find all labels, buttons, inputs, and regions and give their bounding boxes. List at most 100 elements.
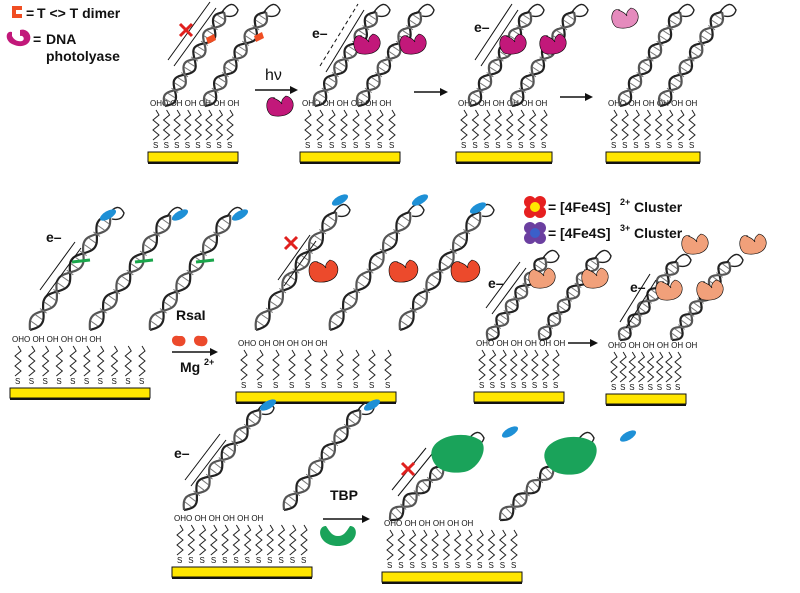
legend-cluster-3plus: = [4Fe4S] 3+ Cluster: [524, 222, 683, 244]
electron-path-arrow: [184, 433, 221, 481]
base-pair: [669, 19, 677, 26]
base-pair: [361, 274, 370, 281]
base-pair: [697, 40, 705, 46]
base-pair: [292, 268, 300, 274]
base-pair: [305, 248, 313, 254]
sulfur-atom-label: S: [227, 141, 232, 150]
cluster-protein-icon: [739, 233, 767, 255]
base-pair: [622, 328, 630, 335]
base-pair: [348, 45, 356, 52]
sulfur-atom-label: S: [507, 141, 512, 150]
cluster-protein-icon: [655, 279, 683, 301]
cluster-protein-icon: [528, 267, 556, 289]
base-pair: [656, 40, 664, 46]
base-pair: [483, 77, 491, 83]
alkanethiol-linker: [368, 349, 376, 381]
base-pair: [473, 92, 481, 99]
base-pair: [663, 92, 671, 99]
base-pair: [305, 473, 313, 480]
base-pair: [648, 293, 656, 300]
alkanethiol-linker: [388, 109, 396, 141]
base-pair: [500, 314, 508, 320]
base-pair: [208, 237, 216, 244]
hydroxyl-row-label: OHO OH OH OH OH OH: [302, 99, 392, 108]
sulfur-atom-label: S: [70, 377, 75, 386]
alkanethiol-linker: [384, 349, 392, 381]
helix-loop: [719, 3, 737, 18]
sulfur-atom-label: S: [521, 381, 526, 390]
base-pair: [388, 51, 397, 57]
alkanethiol-linker: [510, 529, 518, 561]
sulfur-atom-label: S: [500, 381, 505, 390]
base-pair: [214, 82, 223, 88]
base-pair: [525, 77, 533, 83]
base-pair: [532, 481, 539, 488]
base-pair: [397, 222, 405, 228]
base-pair: [532, 66, 540, 73]
sulfur-atom-label: S: [353, 141, 358, 150]
alkanethiol-linker: [210, 524, 218, 556]
photolyase-free-icon: [266, 95, 294, 117]
sulfur-atom-label: S: [530, 141, 535, 150]
electron-label: e–: [488, 275, 504, 291]
alkanethiol-linker: [431, 529, 439, 561]
helix-loop: [594, 249, 612, 264]
base-pair: [535, 61, 544, 67]
base-pair: [639, 66, 647, 73]
rsal-arrowhead: [210, 348, 218, 356]
base-pair: [564, 296, 573, 302]
base-pair: [164, 301, 172, 308]
base-pair: [487, 332, 495, 339]
sulfur-atom-label: S: [461, 141, 466, 150]
base-pair: [519, 287, 527, 293]
hv-arrowhead: [290, 86, 298, 94]
sulfur-atom-label: S: [629, 383, 634, 392]
base-pair: [226, 446, 234, 452]
base-pair: [99, 308, 107, 314]
alkanethiol-linker: [476, 529, 484, 561]
base-pair: [35, 314, 43, 320]
alkanethiol-linker: [540, 109, 548, 141]
sulfur-atom-label: S: [369, 381, 374, 390]
base-pair: [204, 98, 213, 104]
base-pair: [361, 92, 369, 99]
base-pair: [511, 98, 520, 104]
electron-path-arrow: [485, 261, 521, 309]
base-pair: [423, 288, 431, 294]
mg-label: Mg: [180, 359, 200, 375]
base-pair: [659, 98, 668, 104]
base-pair: [225, 66, 233, 73]
alkanethiol-linker: [215, 109, 224, 141]
alkanethiol-linker: [83, 345, 91, 377]
base-pair: [509, 300, 517, 307]
sulfur-atom-label: S: [466, 561, 471, 570]
tbp-bound-icon: [544, 436, 597, 475]
base-pair: [493, 61, 501, 67]
base-pair: [714, 14, 723, 20]
base-pair: [213, 19, 222, 25]
photolyase-bound-icon: [353, 33, 381, 55]
base-pair: [184, 66, 192, 72]
base-pair: [362, 25, 370, 31]
base-pair: [161, 218, 170, 225]
base-pair: [150, 320, 159, 327]
base-pair: [552, 314, 560, 320]
base-pair: [210, 468, 218, 474]
hydroxyl-row-label: OHO OH OH OH OH OH: [608, 99, 698, 108]
base-pair: [566, 14, 575, 20]
arrow-step-cluster-head: [590, 339, 598, 347]
base-pair: [239, 429, 247, 436]
base-pair: [722, 263, 730, 270]
sulfur-atom-label: S: [484, 141, 489, 150]
rsal-label: RsaI: [176, 307, 206, 323]
helix-loop: [527, 3, 545, 18]
cluster-protein-icon: [681, 233, 709, 255]
base-pair: [522, 282, 530, 289]
base-pair: [506, 305, 514, 311]
sulfur-atom-label: S: [666, 383, 671, 392]
base-pair: [409, 19, 417, 26]
base-pair: [427, 281, 435, 287]
